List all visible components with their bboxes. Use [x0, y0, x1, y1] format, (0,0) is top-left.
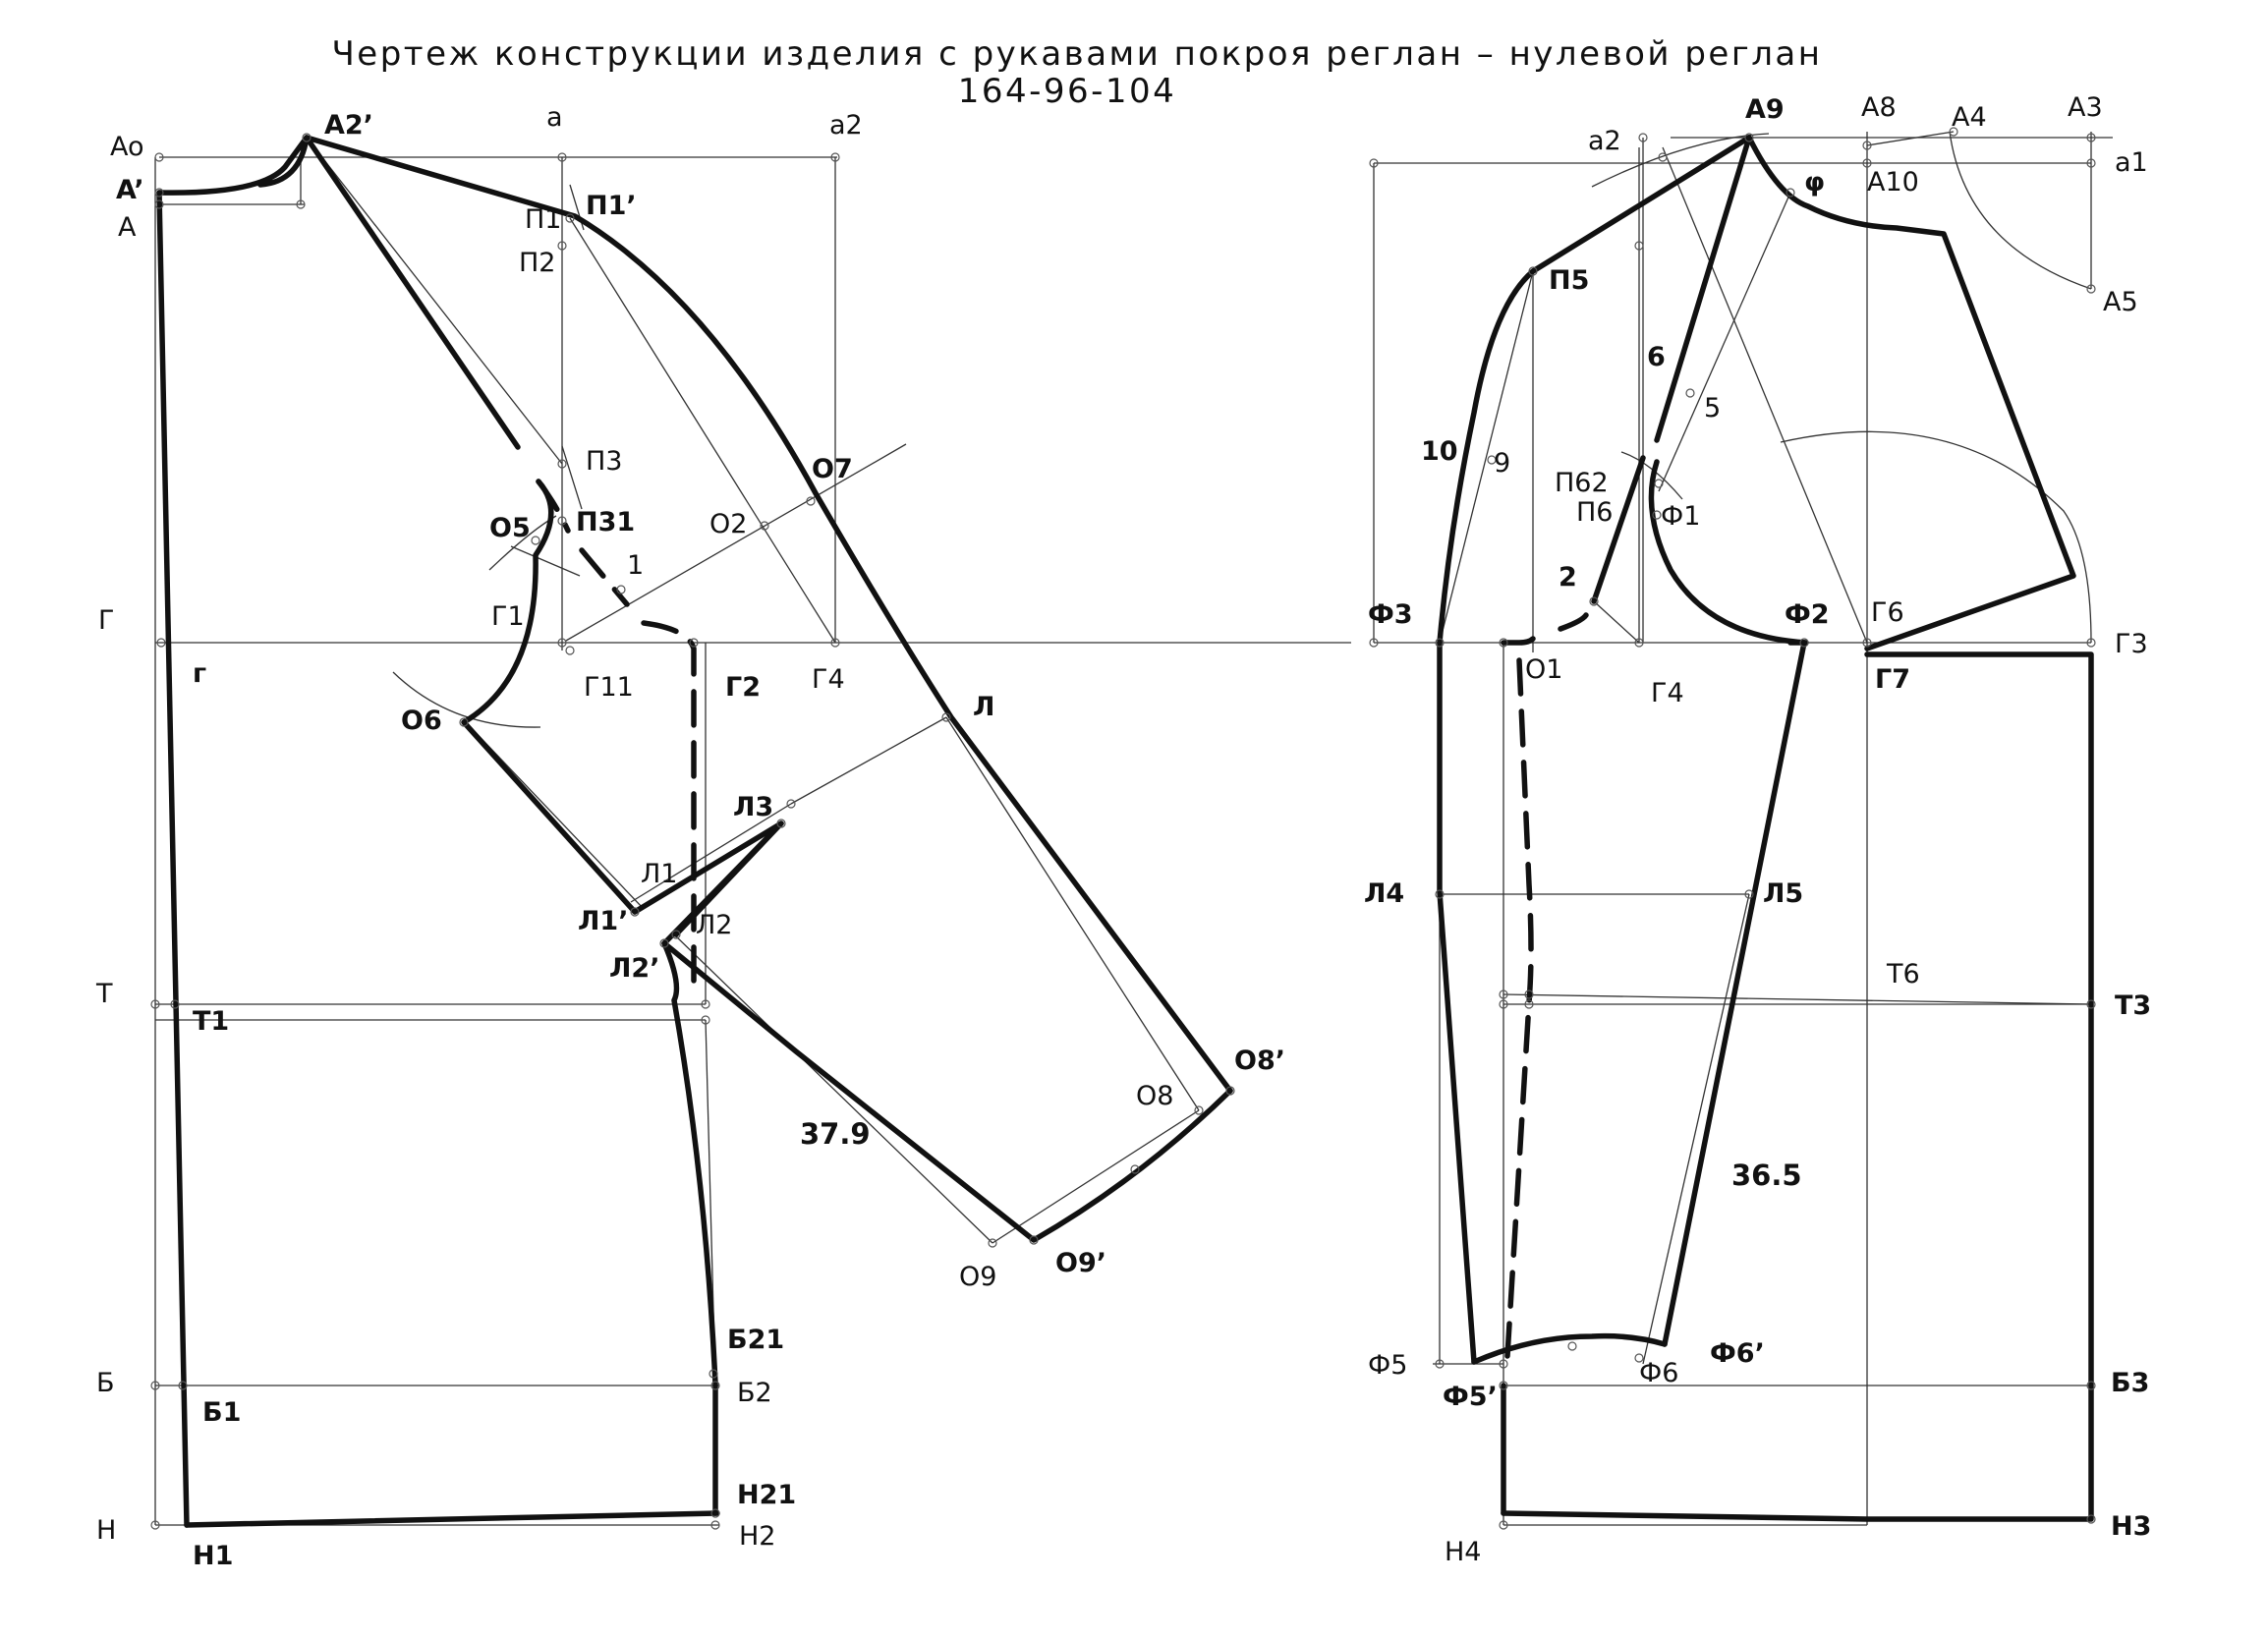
- label-L1-prime: Л1’: [578, 906, 628, 936]
- label-O8: O8: [1136, 1081, 1173, 1111]
- label-a2-front: a2: [1588, 126, 1621, 156]
- label-T: Т: [95, 979, 113, 1009]
- label-A9: А9: [1745, 94, 1785, 125]
- label-A4: A4: [1952, 102, 1987, 133]
- label-G-axis: Г: [98, 605, 114, 636]
- label-B2: Б2: [737, 1378, 772, 1408]
- label-P2: П2: [519, 248, 555, 278]
- label-Phi6-prime: Ф6’: [1710, 1338, 1765, 1369]
- label-L4: Л4: [1364, 878, 1404, 909]
- label-H21: Н21: [737, 1480, 796, 1510]
- label-O5: О5: [489, 513, 531, 543]
- label-P6: П6: [1576, 497, 1613, 528]
- label-A10: A10: [1867, 167, 1919, 198]
- label-a2: a2: [829, 110, 863, 141]
- front-labels: a2 А9 A8 A4 A3 a1 φ A10 П5 A5 6 5 10 9 П…: [1364, 92, 2151, 1567]
- label-A8: A8: [1861, 92, 1897, 123]
- front-sleeve-length: 36.5: [1731, 1159, 1802, 1192]
- label-Phi2: Ф2: [1785, 599, 1830, 630]
- label-O2: O2: [709, 509, 747, 539]
- label-G4-front: Г4: [1651, 678, 1684, 708]
- label-G11: Г11: [584, 672, 634, 703]
- label-Phi5-prime: Ф5’: [1443, 1382, 1498, 1412]
- label-P1: П1: [525, 204, 561, 235]
- front-outline: [1437, 135, 2094, 1522]
- label-L2-prime: Л2’: [609, 953, 659, 984]
- drawing-subtitle: 164-96-104: [958, 72, 1177, 111]
- label-a: a: [546, 102, 563, 133]
- front-point-marks: [1369, 127, 2096, 1530]
- label-H4: Н4: [1445, 1537, 1481, 1567]
- label-B3: Б3: [2111, 1368, 2149, 1398]
- label-B21: Б21: [727, 1325, 784, 1355]
- label-T1: Т1: [193, 1006, 229, 1037]
- label-L: Л: [973, 692, 994, 722]
- label-H2: Н2: [739, 1521, 775, 1552]
- label-O9-prime: О9’: [1055, 1248, 1106, 1278]
- label-one: 1: [627, 550, 644, 581]
- label-P62: П62: [1555, 468, 1609, 498]
- label-O6: О6: [401, 706, 442, 736]
- label-O9: O9: [959, 1262, 996, 1292]
- label-two: 2: [1559, 562, 1577, 593]
- label-B: Б: [96, 1368, 115, 1398]
- label-O7: О7: [812, 454, 853, 484]
- label-Phi3: Ф3: [1368, 599, 1413, 630]
- label-G1: Г1: [491, 601, 525, 632]
- label-phi: φ: [1804, 167, 1825, 198]
- label-Phi5: Ф5: [1368, 1350, 1407, 1381]
- back-outline: [156, 135, 1233, 1528]
- label-five: 5: [1704, 393, 1721, 424]
- label-A5: A5: [2103, 287, 2138, 317]
- label-L3: Л3: [733, 792, 773, 822]
- label-a1: a1: [2115, 147, 2148, 178]
- back-panel: Ao A’ A A2’ a a2 П1 П1’ П2 П3 П31 О5 1 O…: [95, 102, 1351, 1571]
- label-P3: П3: [586, 446, 622, 477]
- label-T3: Т3: [2115, 990, 2151, 1021]
- drawing-title: Чертеж конструкции изделия с рукавами по…: [331, 34, 1822, 74]
- label-L1: Л1: [641, 859, 677, 889]
- label-B1: Б1: [202, 1397, 241, 1428]
- label-six: 6: [1647, 342, 1666, 372]
- label-A2-prime: A2’: [324, 110, 373, 141]
- label-A-prime: A’: [116, 175, 144, 205]
- label-ten: 10: [1421, 436, 1458, 467]
- back-sleeve-length: 37.9: [800, 1117, 871, 1151]
- label-Ao: Ao: [110, 132, 144, 162]
- label-G2: Г2: [725, 672, 761, 703]
- back-point-marks: [150, 133, 1235, 1530]
- label-H: Н: [96, 1515, 116, 1546]
- label-G3: Г3: [2115, 629, 2148, 659]
- label-H3: Н3: [2111, 1511, 2151, 1542]
- label-Phi1: Ф1: [1661, 501, 1700, 532]
- label-G6: Г6: [1871, 597, 1904, 628]
- label-L5: Л5: [1763, 878, 1803, 909]
- back-construction-lines: [154, 137, 1351, 1526]
- front-construction-lines: [1373, 131, 2113, 1526]
- back-labels: Ao A’ A A2’ a a2 П1 П1’ П2 П3 П31 О5 1 O…: [95, 102, 1285, 1571]
- label-L2: Л2: [696, 910, 732, 940]
- label-P1-prime: П1’: [586, 191, 637, 221]
- label-A3: A3: [2068, 92, 2103, 123]
- label-T6: Т6: [1886, 959, 1920, 990]
- label-O1: O1: [1525, 654, 1562, 685]
- label-G4: Г4: [812, 664, 845, 695]
- label-H1: Н1: [193, 1541, 233, 1571]
- label-A: A: [118, 212, 137, 243]
- label-P31: П31: [576, 507, 635, 537]
- label-G7: Г7: [1875, 664, 1910, 695]
- label-O8-prime: О8’: [1234, 1046, 1285, 1076]
- front-panel: a2 А9 A8 A4 A3 a1 φ A10 П5 A5 6 5 10 9 П…: [1364, 92, 2151, 1567]
- label-Phi6: Ф6: [1639, 1358, 1678, 1388]
- label-G-line: г: [193, 658, 206, 689]
- label-P5: П5: [1549, 265, 1589, 296]
- label-nine: 9: [1494, 448, 1510, 479]
